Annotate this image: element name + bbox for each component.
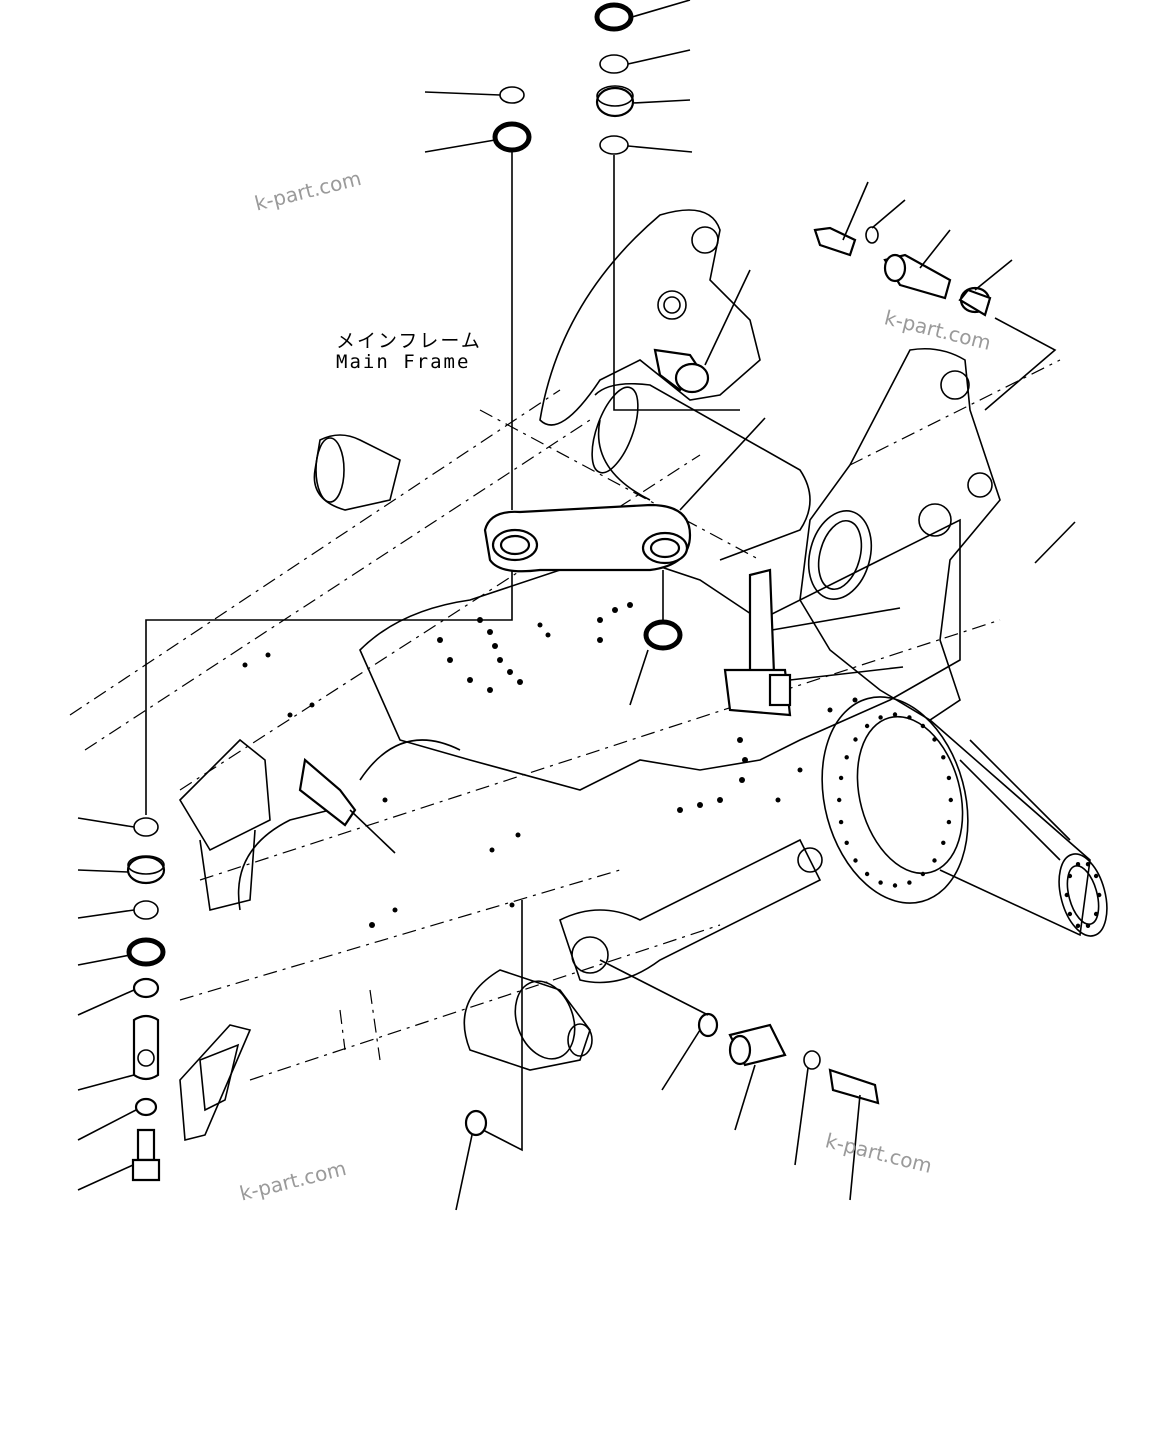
hub-bolt [878, 715, 883, 720]
hub-bolt [941, 840, 946, 845]
hub-bolt [838, 819, 844, 825]
hub-bolt [864, 723, 870, 729]
hub-bolt [920, 723, 926, 729]
hub-bolt [853, 858, 858, 863]
hub-bolt [864, 871, 870, 877]
hub-bolt [948, 797, 953, 803]
hub-bolt [1075, 923, 1081, 928]
leader-lines [77, 0, 1076, 1211]
axle-housing [178, 209, 1108, 1142]
hub-bolt [838, 775, 844, 781]
hub-bolt [1067, 911, 1073, 917]
hub-bolt [907, 880, 912, 885]
hub-bolt [837, 797, 842, 803]
upper-pin-parts [653, 226, 992, 394]
top-stack-parts [492, 2, 635, 155]
hub-bolt [946, 819, 952, 825]
hub-bolt [1067, 873, 1073, 879]
hub-bolt [946, 775, 952, 781]
hub-bolt [932, 858, 937, 863]
hub-bolt [1075, 862, 1081, 867]
hub-bolt [1097, 892, 1102, 898]
bolt-ring [242, 602, 858, 928]
hub-bolt [844, 840, 849, 845]
hub-bolt [844, 755, 849, 760]
hub-bolt [941, 755, 946, 760]
hub-bolt [892, 712, 898, 717]
hub-bolt [1093, 873, 1099, 879]
frame-label-english: Main Frame [336, 351, 471, 373]
frame-label-japanese: メインフレーム [336, 330, 482, 352]
hub-bolt [920, 871, 926, 877]
hub-bolt [1064, 892, 1070, 898]
sensor-bracket [723, 568, 792, 717]
hub-bolt [1085, 862, 1091, 867]
hub-bolt [932, 737, 937, 742]
center-link [483, 503, 692, 573]
left-stack-parts [126, 817, 166, 1182]
hub-bolt [878, 880, 883, 885]
hub-bolt [892, 883, 898, 888]
lower-pin-parts [298, 619, 880, 1137]
hub-bolt [1093, 911, 1099, 917]
hub-bolt [853, 737, 858, 742]
hub-bolt [907, 715, 912, 720]
hub-bolt-circle [837, 712, 1102, 928]
hub-bolt [1085, 923, 1091, 928]
